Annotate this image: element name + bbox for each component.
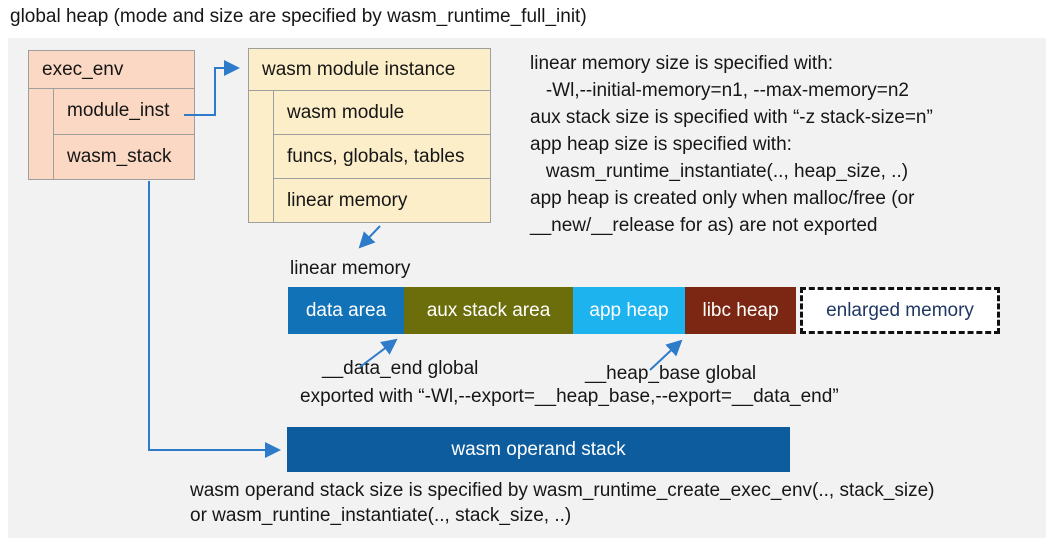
exec-env-box: exec_env module_inst wasm_stack xyxy=(28,50,195,180)
note-line: wasm_runtime_instantiate(.., heap_size, … xyxy=(530,161,909,182)
exec-env-row-wasm-stack: wasm_stack xyxy=(67,145,172,167)
linear-memory-label: linear memory xyxy=(290,258,411,279)
exec-env-row-module-inst: module_inst xyxy=(54,89,194,135)
page-title: global heap (mode and size are specified… xyxy=(10,6,587,27)
footer-line: or wasm_runtine_instantiate(.., stack_si… xyxy=(190,505,572,526)
note-line: app heap is created only when malloc/fre… xyxy=(530,188,915,209)
segment-aux-stack-area: aux stack area xyxy=(404,287,573,334)
segment-libc-heap: libc heap xyxy=(685,287,796,334)
note-line: app heap size is specified with: xyxy=(530,134,792,155)
exec-env-header: exec_env xyxy=(29,51,194,89)
module-instance-header: wasm module instance xyxy=(249,49,490,91)
module-instance-row-wasm-module: wasm module xyxy=(274,91,490,135)
operand-stack-notes: wasm operand stack size is specified by … xyxy=(190,478,935,528)
segment-enlarged-memory: enlarged memory xyxy=(800,287,1000,334)
note-line: aux stack size is specified with “-z sta… xyxy=(530,107,933,128)
note-line: linear memory size is specified with: xyxy=(530,53,834,74)
module-instance-indent-strip xyxy=(249,91,274,222)
footer-line: wasm operand stack size is specified by … xyxy=(190,480,935,501)
exec-env-indent-strip xyxy=(29,89,54,179)
heap-base-global-label: __heap_base global xyxy=(585,363,757,384)
wasm-operand-stack-bar: wasm operand stack xyxy=(287,427,790,472)
module-instance-box: wasm module instance wasm module funcs, … xyxy=(248,48,491,223)
data-end-global-label: __data_end global xyxy=(322,358,479,379)
segment-data-area: data area xyxy=(288,287,404,334)
module-instance-row-funcs-globals-tables: funcs, globals, tables xyxy=(274,135,490,179)
linear-memory-bar: data area aux stack area app heap libc h… xyxy=(288,287,1000,334)
note-line: -Wl,--initial-memory=n1, --max-memory=n2 xyxy=(530,80,909,101)
exported-with-label: exported with “-Wl,--export=__heap_base,… xyxy=(300,386,839,407)
module-instance-row-linear-memory: linear memory xyxy=(287,189,408,211)
memory-size-notes: linear memory size is specified with: -W… xyxy=(530,50,933,239)
note-line: __new/__release for as) are not exported xyxy=(530,215,878,236)
segment-app-heap: app heap xyxy=(573,287,685,334)
